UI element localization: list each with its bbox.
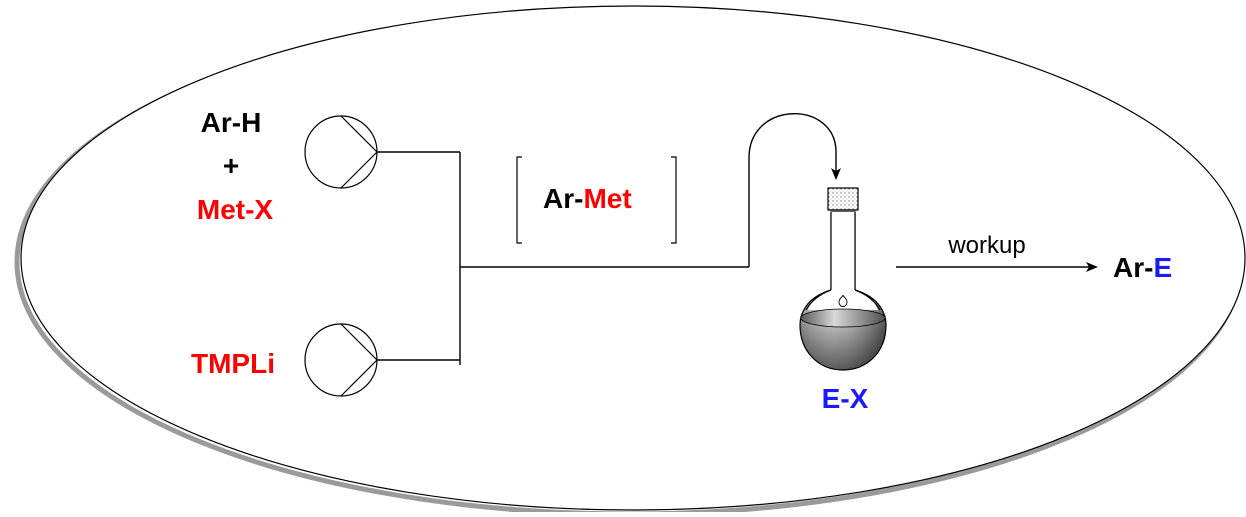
- reagent-arh: Ar-H: [201, 107, 262, 138]
- intermediate-label: Ar-Met: [543, 183, 632, 214]
- reagent-tmpli: TMPLi: [191, 348, 275, 379]
- tubing: [377, 113, 841, 365]
- flask-label: E-X: [822, 383, 869, 414]
- reagent-metx: Met-X: [197, 194, 274, 225]
- product-suffix: E: [1153, 252, 1172, 283]
- oval-border: [20, 5, 1246, 511]
- workup-label: workup: [947, 232, 1025, 259]
- round-bottom-flask-icon: [799, 187, 887, 371]
- reagent-plus: +: [223, 150, 239, 181]
- product-label: Ar-E: [1113, 252, 1172, 283]
- product-prefix: Ar-: [1113, 252, 1153, 283]
- intermediate-suffix: Met: [583, 183, 631, 214]
- pump-icon-top: [304, 115, 378, 189]
- pump-icon-bottom: [304, 323, 378, 397]
- intermediate-prefix: Ar-: [543, 183, 583, 214]
- intermediate-brackets: [516, 156, 677, 244]
